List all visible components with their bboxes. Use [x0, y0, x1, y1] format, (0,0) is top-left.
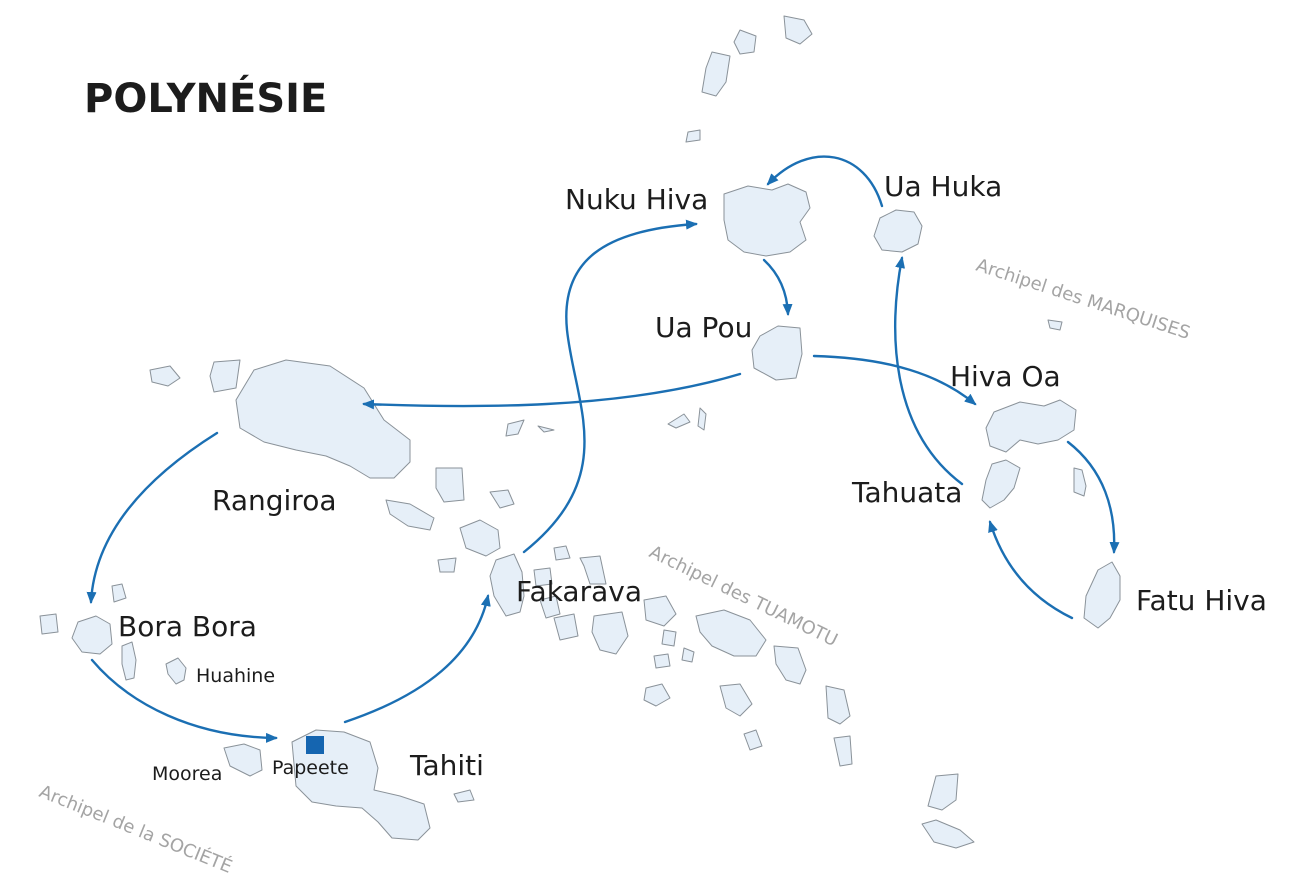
label-ua-huka: Ua Huka [884, 170, 1002, 203]
island-nuku-hiva [723, 183, 811, 257]
island-shape [459, 519, 501, 557]
label-fatu-hiva: Fatu Hiva [1136, 584, 1267, 617]
island-shape [39, 613, 59, 635]
island-shape [643, 683, 671, 707]
island-shape [1047, 319, 1063, 331]
route-fakarava-nuku-hiva [522, 219, 698, 554]
island-fatu-hiva [1083, 561, 1121, 629]
routes-layer [86, 155, 1120, 743]
label-rangiroa: Rangiroa [212, 484, 336, 517]
island-shape [111, 583, 127, 603]
island-shape [661, 629, 677, 647]
route-ua-pou-rangiroa [362, 372, 742, 410]
island-shape [121, 641, 137, 681]
label-hiva-oa: Hiva Oa [950, 360, 1061, 393]
island-shape [149, 365, 181, 387]
island-shape [489, 489, 515, 509]
island-shape [591, 611, 629, 655]
label-nuku-hiva: Nuku Hiva [565, 183, 708, 216]
island-shape [701, 51, 731, 97]
island-shape [505, 419, 525, 437]
island-rangiroa [235, 359, 411, 479]
islands-layer [39, 15, 1121, 849]
island-shape [537, 425, 555, 433]
island-tahuata [981, 459, 1021, 509]
island-shape [553, 545, 571, 561]
island-shape [733, 29, 757, 55]
island-shape [385, 499, 435, 531]
label-ua-pou: Ua Pou [655, 311, 752, 344]
island-shape [643, 595, 677, 627]
island-shape [209, 359, 241, 393]
label-archipel-marquises: Archipel des MARQUISES [973, 255, 1192, 344]
island-shape [653, 653, 671, 669]
island-shape [697, 407, 707, 431]
route-ua-pou-hiva-oa [812, 354, 977, 406]
route-rangiroa-bora-bora [86, 431, 219, 604]
island-shape [743, 729, 763, 751]
island-shape [453, 789, 475, 803]
island-moorea [223, 743, 263, 777]
route-tahuata-ua-huka [893, 256, 964, 486]
label-fakarava: Fakarava [516, 575, 642, 608]
island-shape [579, 555, 607, 585]
island-tahiti [291, 729, 431, 841]
island-fakarava [489, 553, 525, 617]
label-bora-bora: Bora Bora [118, 610, 257, 643]
island-shape [719, 683, 753, 717]
island-shape [685, 129, 701, 143]
island-shape [783, 15, 813, 45]
island-shape [921, 819, 975, 849]
island-shape [773, 645, 807, 685]
label-tahiti: Tahiti [409, 749, 484, 782]
route-fatu-hiva-tahuata [988, 520, 1074, 620]
label-archipel-societe: Archipel de la SOCIÉTÉ [36, 780, 235, 878]
label-huahine: Huahine [196, 665, 275, 687]
island-ua-pou [751, 325, 803, 381]
island-shape [553, 613, 579, 641]
island-shape [539, 595, 561, 619]
island-bora-bora [71, 615, 113, 655]
island-shape [667, 413, 691, 429]
label-tahuata: Tahuata [851, 476, 962, 509]
route-hiva-oa-fatu-hiva [1066, 440, 1120, 554]
label-moorea: Moorea [152, 763, 222, 785]
map-title: POLYNÉSIE [84, 74, 327, 122]
island-shape [927, 773, 959, 811]
route-ua-huka-nuku-hiva [766, 155, 884, 208]
island-shape [533, 567, 553, 587]
island-shape [1073, 467, 1087, 497]
island-shape [695, 609, 767, 657]
island-ua-huka [873, 209, 923, 253]
island-shape [825, 685, 851, 725]
island-shape [437, 557, 457, 573]
capital-square-marker [306, 736, 324, 754]
island-hiva-oa [985, 399, 1077, 453]
island-shape [435, 467, 465, 503]
route-bora-bora-tahiti [90, 658, 278, 743]
label-papeete: Papeete [272, 757, 349, 779]
route-nuku-hiva-ua-pou [762, 258, 793, 316]
island-shape [681, 647, 695, 663]
island-shape [833, 735, 853, 767]
route-tahiti-fakarava [343, 594, 491, 724]
island-huahine [165, 657, 187, 685]
